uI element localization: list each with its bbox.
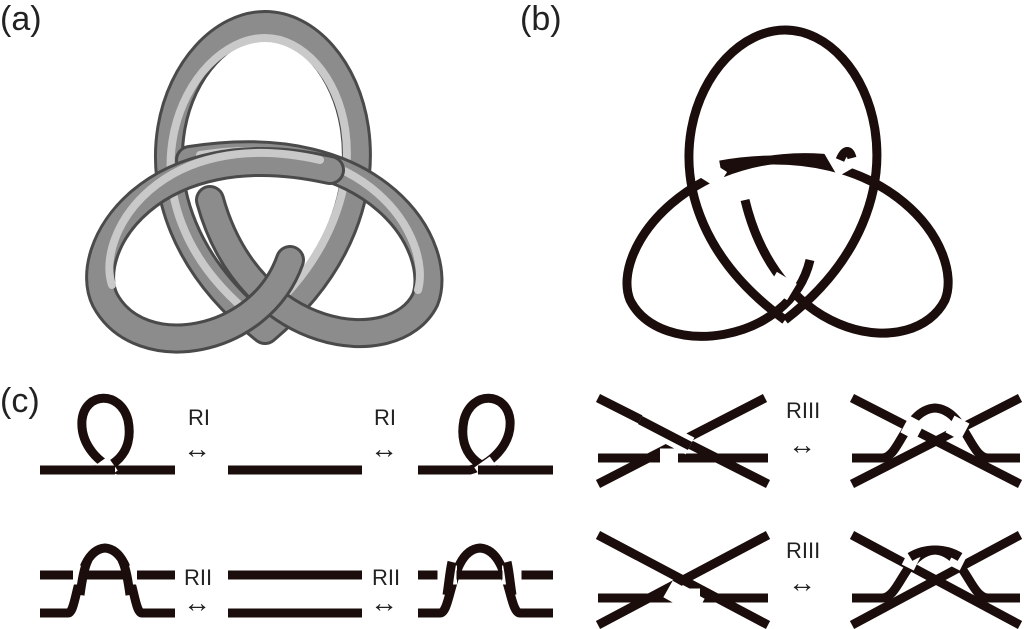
rii-right-diagram [418,543,553,618]
move-label-riii-bottom: RIII [786,538,820,563]
riii-top-left-diagram [595,393,771,489]
move-label-ri-left: RI [188,405,210,430]
arrow-riii-bottom: ↔ [788,567,816,598]
riii-bottom-right-diagram [849,531,1023,629]
rii-parallel-strands [228,570,362,618]
arrow-rii-right: ↔ [370,587,398,618]
riii-bottom-left-diagram [595,531,771,629]
panel-label-a: (a) [0,0,42,38]
tube-trefoil [85,9,444,354]
riii-top-right-diagram [849,393,1023,489]
arrow-rii-left: ↔ [183,587,211,618]
rii-left-diagram [40,543,175,618]
move-label-riii-top: RIII [786,398,820,423]
trefoil-diagram [622,25,953,341]
ri-left-diagram [40,393,175,482]
move-label-rii-right: RII [372,565,400,590]
reidemeister-moves: RI ↔ RI ↔ RII ↔ RII ↔ [40,393,1023,629]
arrow-riii-top: ↔ [788,429,816,460]
move-label-ri-right: RI [374,405,396,430]
arrow-ri-left: ↔ [183,433,211,464]
panel-label-b: (b) [520,0,562,38]
panel-label-c: (c) [0,382,40,420]
arrow-ri-right: ↔ [370,433,398,464]
move-label-rii-left: RII [184,565,212,590]
ri-right-diagram [418,393,553,482]
